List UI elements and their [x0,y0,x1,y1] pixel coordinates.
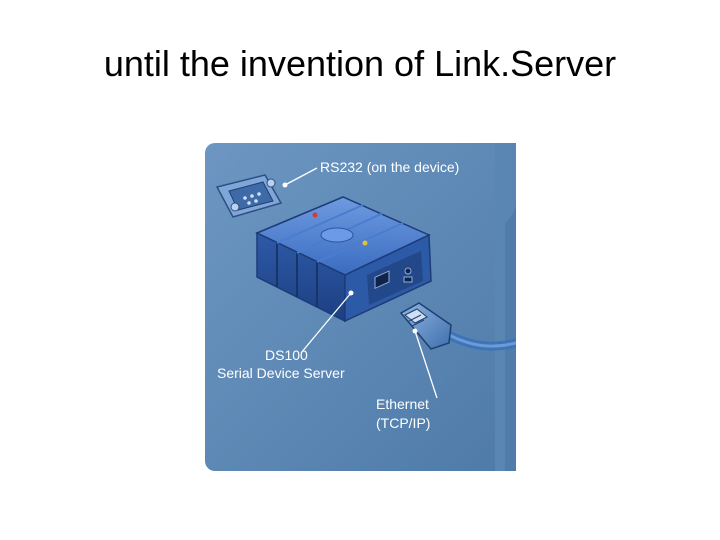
serial-device-server-label: Serial Device Server [217,365,345,381]
ds100-label: DS100 [265,347,308,363]
slide-title: until the invention of Link.Server [103,43,617,84]
ds100-diagram: RS232 (on the device) DS100 Serial Devic… [205,143,516,471]
tcp-ip-label: (TCP/IP) [376,415,430,431]
db9-connector-icon [215,174,283,218]
serial-device-server-icon [255,196,432,323]
rj45-plug-icon [399,302,516,351]
leader-lines [282,167,438,399]
ethernet-label: Ethernet [376,396,429,412]
rs232-label: RS232 (on the device) [320,159,459,175]
